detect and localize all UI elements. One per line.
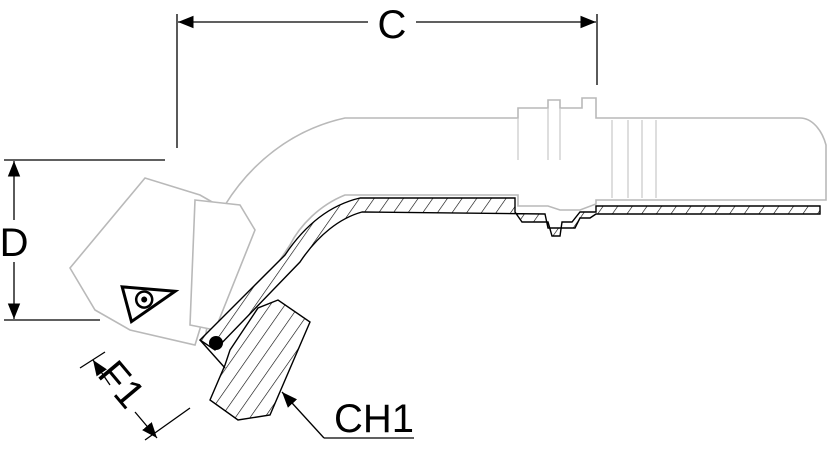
- dimension-f1: F1: [79, 351, 191, 441]
- f1-extension-2: [144, 407, 191, 441]
- tube-wall-hatch: [200, 198, 820, 350]
- tube-outer-contour: [203, 97, 827, 342]
- nut-collar: [189, 199, 256, 331]
- dimension-c: C: [176, 3, 598, 148]
- dunlop-triangle-logo-icon: [120, 285, 180, 325]
- dimension-d: D: [0, 159, 165, 321]
- f1-arrow-lower: [134, 411, 158, 439]
- section-view: [198, 197, 821, 421]
- nut-section-hatch: [210, 300, 310, 420]
- o-ring: [209, 336, 223, 350]
- c-label: C: [378, 3, 407, 47]
- ch1-leader: [281, 391, 325, 439]
- ch1-label: CH1: [334, 397, 414, 441]
- dimension-ch1: CH1: [281, 391, 414, 441]
- barb-lines: [517, 108, 657, 198]
- d-label: D: [0, 221, 28, 265]
- f1-label: F1: [89, 353, 153, 417]
- fitting-body: [69, 97, 827, 346]
- f1-extension-1: [79, 351, 106, 369]
- f1-arrow-upper: [92, 359, 111, 386]
- cone-face: [199, 339, 226, 369]
